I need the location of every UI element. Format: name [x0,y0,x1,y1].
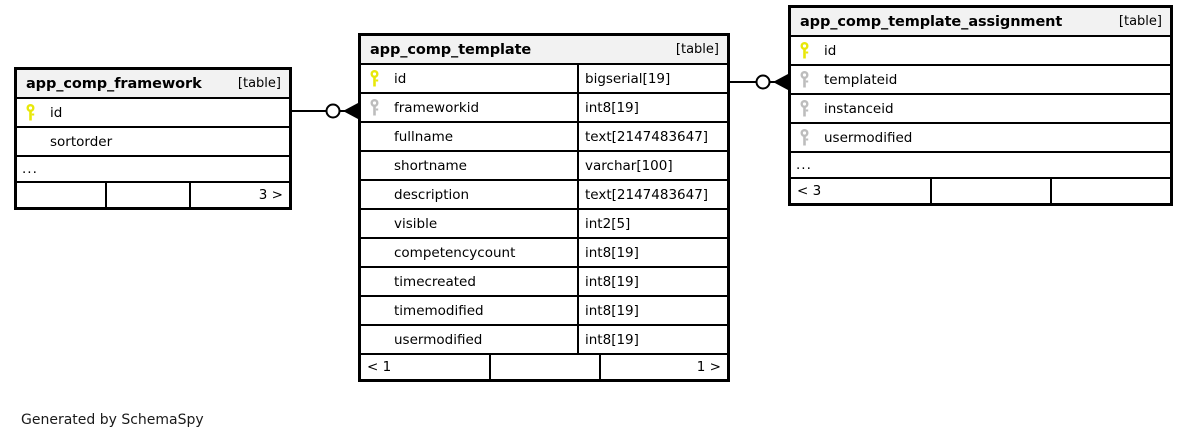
column-name: fullname [394,128,454,145]
column-name: competencycount [394,244,516,261]
primary-key-icon [791,37,817,64]
key-placeholder [361,210,387,237]
table-app-comp-template[interactable]: app_comp_template [table] id bigserial[1… [358,33,730,382]
column-name: sortorder [50,133,113,150]
footer-cell-left: < 3 [797,183,822,199]
table-header: app_comp_template_assignment [table] [791,8,1170,37]
generator-footnote: Generated by SchemaSpy [21,412,204,428]
column-name: id [394,70,407,87]
table-row[interactable]: fullname text[2147483647] [361,123,727,152]
key-placeholder [361,123,387,150]
column-name: timemodified [394,302,484,319]
table-footer: < 1 1 > [361,355,727,379]
column-type: int2[5] [577,210,727,237]
footer-cell-left [17,183,105,207]
table-app-comp-framework[interactable]: app_comp_framework [table] id sortorder … [14,67,292,210]
column-name: instanceid [824,100,894,117]
column-type: varchar[100] [577,152,727,179]
more-columns-indicator: ... [791,153,1170,179]
more-columns-indicator: ... [17,157,289,183]
table-row[interactable]: id bigserial[19] [361,65,727,94]
foreign-key-icon [361,94,387,121]
table-row[interactable]: description text[2147483647] [361,181,727,210]
column-type: int8[19] [577,268,727,295]
table-title: app_comp_framework [26,75,202,92]
footer-cell-middle [105,183,189,207]
footer-cell-right: 1 > [599,355,727,379]
table-row[interactable]: id [17,99,289,128]
table-row[interactable]: usermodified int8[19] [361,326,727,355]
column-name: usermodified [824,129,913,146]
key-placeholder [17,128,43,155]
column-type: int8[19] [577,239,727,266]
column-name: usermodified [394,331,483,348]
table-type-tag: [table] [675,42,719,57]
table-row[interactable]: frameworkid int8[19] [361,94,727,123]
table-header: app_comp_template [table] [361,36,727,65]
table-footer: < 3 [791,179,1170,203]
relationship-template-to-assignment [730,74,788,90]
primary-key-icon [361,65,387,92]
table-header: app_comp_framework [table] [17,70,289,99]
column-name: visible [394,215,438,232]
column-name: shortname [394,157,467,174]
table-title: app_comp_template_assignment [800,13,1063,30]
relationship-framework-to-template [292,103,358,119]
table-row[interactable]: templateid [791,66,1170,95]
foreign-key-icon [791,95,817,122]
table-row[interactable]: sortorder [17,128,289,157]
table-type-tag: [table] [237,76,281,91]
table-row[interactable]: shortname varchar[100] [361,152,727,181]
table-title: app_comp_template [370,41,532,58]
table-row[interactable]: timemodified int8[19] [361,297,727,326]
table-row[interactable]: id [791,37,1170,66]
footer-cell-right [1050,179,1170,203]
table-type-tag: [table] [1118,14,1162,29]
key-placeholder [361,268,387,295]
column-type: int8[19] [577,94,727,121]
column-name: templateid [824,71,898,88]
footer-cell-middle [930,179,1050,203]
table-row[interactable]: visible int2[5] [361,210,727,239]
column-type: text[2147483647] [577,123,727,150]
table-row[interactable]: usermodified [791,124,1170,153]
column-name: id [50,104,63,121]
column-type: int8[19] [577,297,727,324]
column-type: text[2147483647] [577,181,727,208]
column-name: timecreated [394,273,476,290]
table-footer: 3 > [17,183,289,207]
primary-key-icon [17,99,43,126]
key-placeholder [361,152,387,179]
key-placeholder [361,181,387,208]
footer-cell-middle [489,355,599,379]
foreign-key-icon [791,124,817,151]
column-type: bigserial[19] [577,65,727,92]
key-placeholder [361,326,387,353]
table-row[interactable]: competencycount int8[19] [361,239,727,268]
key-placeholder [361,297,387,324]
table-row[interactable]: instanceid [791,95,1170,124]
footer-cell-left: < 1 [367,359,392,375]
footer-cell-right: 3 > [189,183,289,207]
column-type: int8[19] [577,326,727,353]
table-row[interactable]: timecreated int8[19] [361,268,727,297]
key-placeholder [361,239,387,266]
column-name: id [824,42,837,59]
foreign-key-icon [791,66,817,93]
table-app-comp-template-assignment[interactable]: app_comp_template_assignment [table] id [788,5,1173,206]
column-name: description [394,186,470,203]
column-name: frameworkid [394,99,480,116]
